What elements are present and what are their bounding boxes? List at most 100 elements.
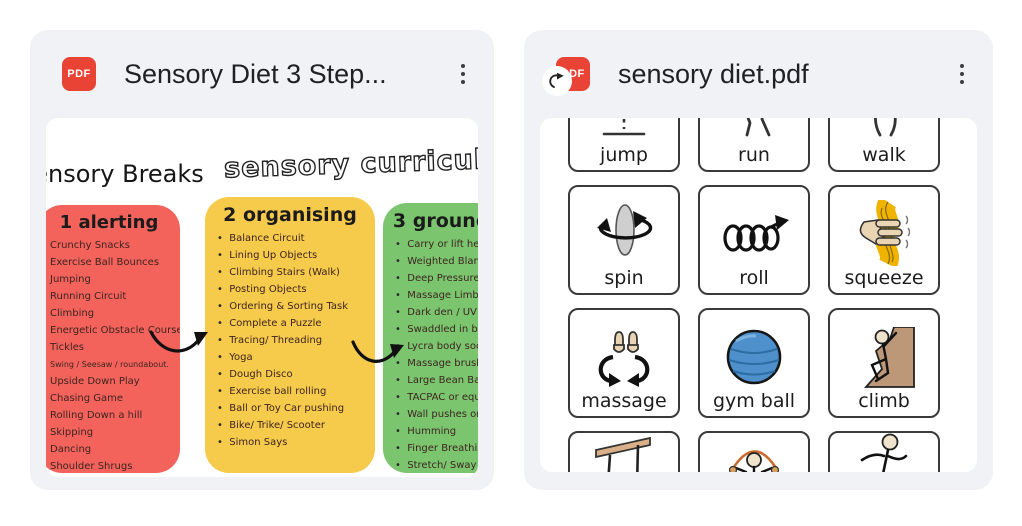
symbol-label: gym ball [712, 390, 796, 412]
symbol-label: climb [858, 390, 910, 412]
list-item: Large Bean Bag lo [395, 372, 478, 389]
organising-column: 2 organising Balance CircuitLining Up Ob… [205, 197, 375, 473]
list-item: Lining Up Objects [217, 247, 369, 264]
list-item: Carry or lift heavy [395, 236, 478, 253]
list-item: Climbing [50, 308, 95, 319]
symbol-cell-jump: jump [568, 118, 680, 172]
symbol-label: roll [739, 267, 769, 289]
list-item: Upside Down Play [50, 376, 140, 387]
pdf-icon-wrap: PDF [542, 57, 590, 96]
list-item: Posting Objects [217, 281, 369, 298]
pdf-preview-sensory-curriculum[interactable]: Sensory Breaks sensory curriculum 1 aler… [46, 118, 478, 477]
symbol-grid: jump run walk [568, 118, 940, 472]
squeeze-icon [859, 200, 911, 266]
list-item: Shoulder Shrugs [50, 461, 133, 472]
list-item: Energetic Obstacle Course [50, 325, 180, 336]
list-item: Wall pushes or pr [395, 406, 478, 423]
pdf-icon-wrap: PDF [62, 57, 96, 91]
list-item: Exercise Ball Bounces [50, 257, 160, 268]
list-item: Weighted Blanke [395, 253, 478, 270]
list-item: Crunchy Snacks [50, 240, 131, 251]
curved-arrow-icon [149, 330, 208, 353]
list-item: Swaddled in blank [395, 321, 478, 338]
pdf-preview-symbol-grid[interactable]: jump run walk [540, 118, 977, 472]
spin-icon [597, 204, 653, 256]
list-item: Swing / Seesaw / roundabout. [50, 360, 169, 369]
organising-heading: 2 organising [223, 204, 357, 226]
gym-ball-icon [726, 329, 782, 385]
list-item: Dancing [50, 444, 92, 455]
symbol-cell-swing [568, 431, 680, 472]
list-item: Ordering & Sorting Task [217, 298, 369, 315]
massage-icon [598, 331, 650, 387]
climb-icon [863, 327, 915, 388]
walk-icon [874, 118, 897, 137]
rotate-arrow-badge [542, 66, 572, 96]
list-item: Ball or Toy Car pushing [217, 400, 369, 417]
list-item: Rolling Down a hill [50, 410, 143, 421]
skipping-rope-icon [728, 450, 780, 472]
symbol-label: massage [581, 390, 667, 412]
grounding-heading: 3 grounding [392, 210, 478, 232]
list-item: Simon Says [217, 434, 369, 451]
list-item: Skipping [50, 427, 94, 438]
list-item: Chasing Game [50, 393, 124, 404]
jump-icon [602, 118, 646, 136]
list-item: Deep Pressure Sq [395, 270, 478, 287]
list-item: Running Circuit [50, 291, 127, 302]
pdf-file-icon: PDF [62, 57, 96, 91]
grounding-column: 3 grounding Carry or lift heavyWeighted … [383, 203, 478, 473]
rotate-arrow-icon [549, 72, 564, 88]
file-card-sensory-diet-3-step[interactable]: PDF Sensory Diet 3 Step... Sensory Break… [30, 30, 494, 490]
more-options-icon[interactable] [949, 58, 975, 90]
list-item: TACPAC or equiva [395, 389, 478, 406]
roll-icon [723, 215, 789, 252]
poster-breaks-title: Sensory Breaks [46, 160, 204, 188]
list-item: Bike/ Trike/ Scooter [217, 417, 369, 434]
symbol-cell-walk: walk [828, 118, 940, 172]
list-item: Tickles [50, 342, 85, 353]
list-item: Massage Limbs & [395, 287, 478, 304]
poster-curriculum-title: sensory curriculum [223, 142, 478, 185]
file-title: sensory diet.pdf [618, 58, 809, 89]
run-icon [745, 118, 771, 137]
more-options-icon[interactable] [450, 58, 476, 90]
curved-arrow-icon [351, 340, 404, 363]
file-card-sensory-diet-pdf[interactable]: PDF sensory diet.pdf [524, 30, 993, 490]
card-header: PDF sensory diet.pdf [524, 30, 993, 118]
list-item: Stretch/ Sway [395, 457, 478, 473]
list-item: Climbing Stairs (Walk) [217, 264, 369, 281]
symbol-cell-skip [698, 431, 810, 472]
symbol-cell-running-figure [828, 431, 940, 472]
symbol-cell-squeeze: squeeze [828, 185, 940, 295]
swing-icon [595, 436, 651, 472]
list-item: Jumping [50, 274, 91, 285]
alerting-heading: 1 alerting [59, 212, 159, 233]
symbol-cell-massage: massage [568, 308, 680, 418]
symbol-cell-roll: roll [698, 185, 810, 295]
card-header: PDF Sensory Diet 3 Step... [30, 30, 494, 118]
list-item: Dark den / UV ligh [395, 304, 478, 321]
symbol-label: jump [600, 144, 648, 166]
list-item: Yoga [217, 349, 369, 366]
list-item: Humming [395, 423, 478, 440]
list-item: Balance Circuit [217, 230, 369, 247]
symbol-cell-spin: spin [568, 185, 680, 295]
list-item: Lycra body sock [395, 338, 478, 355]
list-item: Complete a Puzzle [217, 315, 369, 332]
symbol-cell-run: run [698, 118, 810, 172]
list-item: Massage brushes [395, 355, 478, 372]
page: PDF Sensory Diet 3 Step... Sensory Break… [0, 0, 1022, 490]
running-figure-icon [860, 433, 908, 472]
symbol-label: run [738, 144, 770, 166]
symbol-cell-gym-ball: gym ball [698, 308, 810, 418]
list-item: Tracing/ Threading [217, 332, 369, 349]
list-item: Finger Breathing [395, 440, 478, 457]
symbol-label: squeeze [844, 267, 924, 289]
symbol-cell-climb: climb [828, 308, 940, 418]
symbol-label: walk [862, 144, 906, 166]
symbol-label: spin [604, 267, 644, 289]
list-item: Exercise ball rolling [217, 383, 369, 400]
file-title: Sensory Diet 3 Step... [124, 58, 387, 89]
